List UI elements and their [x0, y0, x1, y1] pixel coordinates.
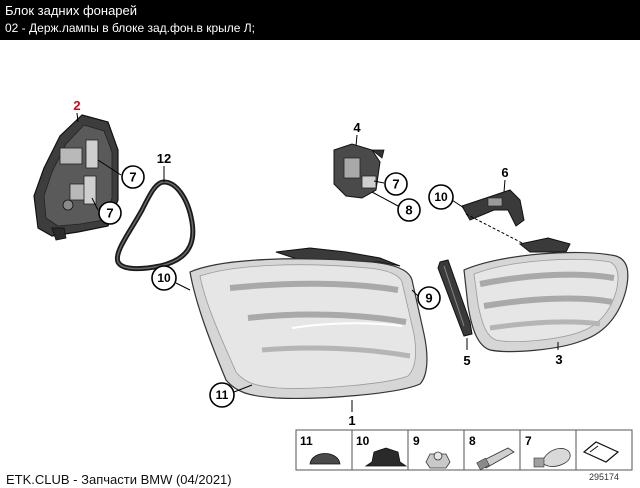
header-bar: Блок задних фонарей 02 - Держ.лампы в бл… — [0, 0, 640, 40]
bulb-icon — [537, 448, 571, 467]
bulb-carrier-part-2[interactable] — [33, 114, 119, 241]
leader-10a — [175, 282, 191, 291]
page-subtitle: 02 - Держ.лампы в блоке зад.фон.в крыле … — [5, 21, 255, 35]
image-id: 295174 — [589, 472, 620, 482]
callout-7a: 7 — [129, 170, 136, 185]
callout-11a: 11 — [216, 388, 229, 402]
callout-6: 6 — [501, 165, 508, 180]
callout-1: 1 — [348, 413, 355, 428]
legend-num-8: 8 — [469, 434, 476, 448]
leader-2 — [76, 112, 79, 123]
tool-icon — [582, 441, 620, 463]
bracket-part-6[interactable] — [461, 189, 525, 227]
bulb-holder-part-4[interactable] — [333, 143, 385, 199]
seal-strip-part-5[interactable] — [437, 259, 473, 337]
legend-num-7: 7 — [525, 434, 532, 448]
callout-circle-10a — [151, 265, 177, 291]
callout-12: 12 — [157, 151, 171, 166]
leader-7c — [373, 180, 385, 184]
callout-9a: 9 — [425, 291, 432, 306]
tail-light-inner-part-3[interactable] — [463, 237, 629, 353]
callout-circle-7b — [98, 201, 122, 225]
callout-circle-7c — [384, 172, 408, 196]
dome-plug-icon — [309, 453, 341, 465]
callout-2: 2 — [73, 98, 80, 113]
gasket-part-12[interactable] — [114, 179, 196, 272]
leader-6 — [503, 179, 506, 193]
callout-10b: 10 — [434, 190, 448, 204]
parts-legend: 11 10 9 8 7 — [295, 429, 633, 471]
leader-7b — [91, 197, 99, 211]
leader-10b-dash — [465, 213, 529, 247]
tail-light-outer-part-1[interactable] — [189, 247, 428, 399]
callout-7c: 7 — [392, 177, 399, 192]
nut-icon — [425, 453, 451, 469]
parts-diagram: 2 7 7 12 1 10 11 9 4 7 8 — [33, 98, 633, 471]
legend-num-9: 9 — [413, 434, 420, 448]
callout-8: 8 — [405, 203, 412, 218]
callout-7b: 7 — [106, 206, 113, 221]
callout-3: 3 — [555, 352, 562, 367]
callout-circle-11a — [209, 382, 235, 408]
leader-9a — [411, 289, 419, 297]
grommet-icon — [364, 447, 408, 467]
footer-text: ETK.CLUB - Запчасти BMW (04/2021) — [6, 472, 232, 487]
leader-10b — [451, 199, 465, 209]
callout-5: 5 — [463, 353, 470, 368]
callout-circle-9a — [417, 286, 441, 310]
callout-4: 4 — [353, 120, 361, 135]
callout-10a: 10 — [157, 271, 171, 285]
leader-7a — [97, 159, 122, 176]
legend-num-11: 11 — [300, 434, 313, 448]
leader-11a — [233, 384, 253, 393]
leader-4 — [355, 134, 358, 147]
leader-8 — [371, 191, 399, 207]
callout-circle-7a — [121, 165, 145, 189]
page-title: Блок задних фонарей — [5, 3, 138, 18]
callout-circle-8 — [397, 198, 421, 222]
callout-circle-10b — [428, 184, 454, 210]
legend-num-10: 10 — [356, 434, 370, 448]
